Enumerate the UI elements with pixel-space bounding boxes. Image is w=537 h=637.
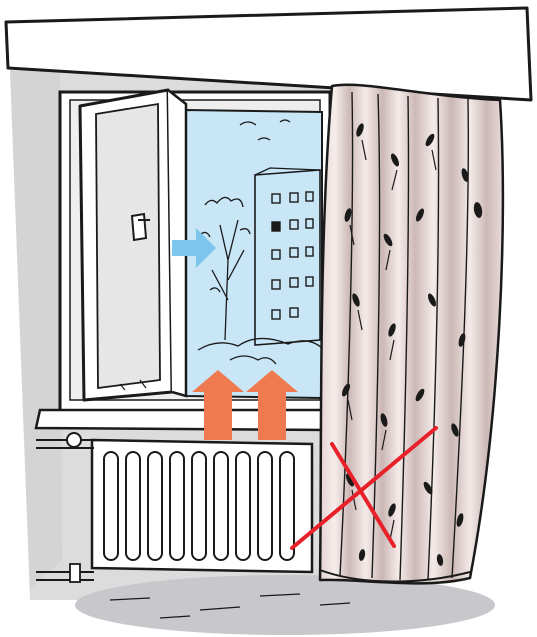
open-window-sash <box>80 90 186 400</box>
curtain <box>320 85 503 584</box>
